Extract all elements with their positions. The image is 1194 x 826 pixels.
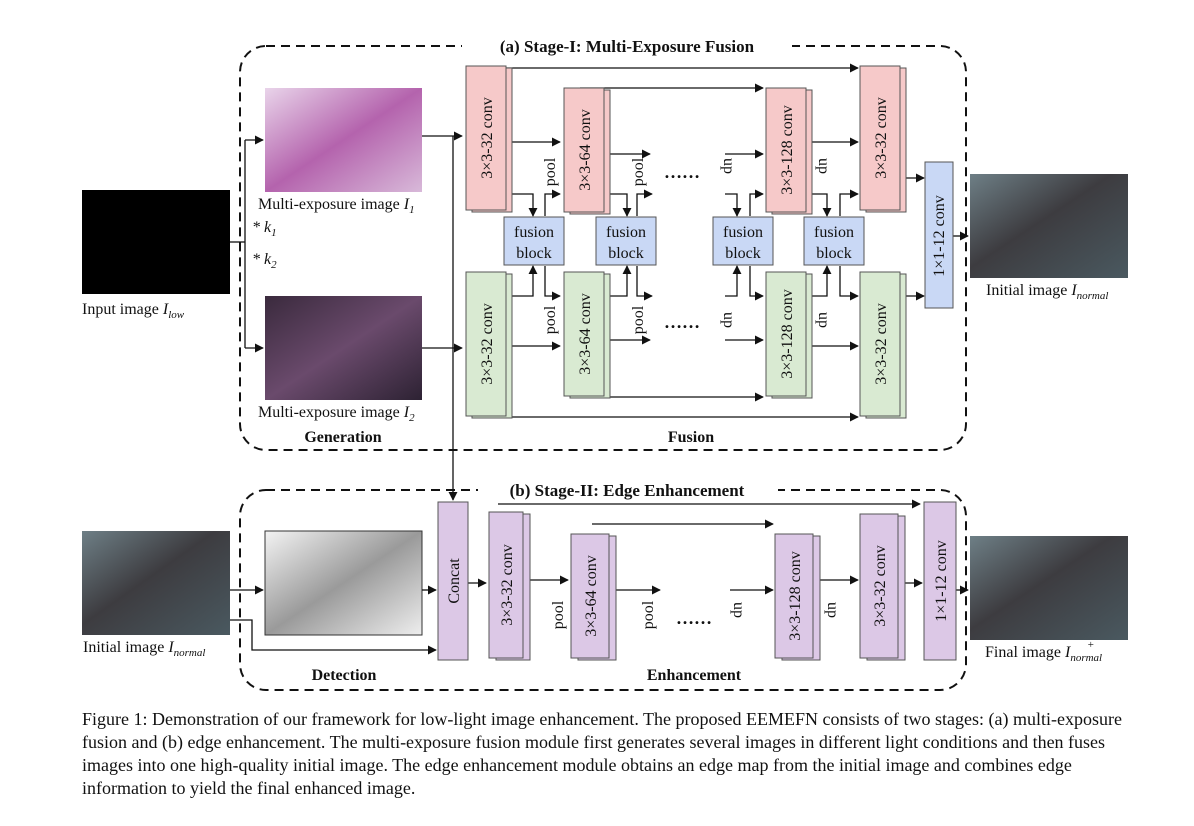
svg-text:3×3-128 conv: 3×3-128 conv bbox=[779, 289, 796, 378]
final-image bbox=[970, 536, 1128, 640]
conv128-top: 3×3-128 conv bbox=[765, 87, 813, 215]
framework-diagram: (a) Stage-I: Multi-Exposure Fusion (b) S… bbox=[82, 33, 1128, 691]
conv32-stage2-left: 3×3-32 conv bbox=[488, 511, 531, 661]
svg-text:3×3-32 conv: 3×3-32 conv bbox=[873, 303, 890, 384]
svg-text:fusion: fusion bbox=[606, 224, 646, 241]
conv32-bottom-left: 3×3-32 conv bbox=[465, 271, 513, 419]
svg-text:block: block bbox=[608, 245, 644, 262]
pool-label-3: pool bbox=[542, 305, 559, 334]
fusion-label: Fusion bbox=[668, 429, 714, 446]
svg-text:3×3-128 conv: 3×3-128 conv bbox=[787, 551, 804, 640]
input-image-label: Input image Ilow bbox=[82, 301, 185, 321]
conv128-stage2: 3×3-128 conv bbox=[774, 533, 821, 661]
conv32-top-left: 3×3-32 conv bbox=[465, 65, 513, 213]
conv1x1-stage2: 1×1-12 conv bbox=[923, 501, 957, 661]
up-label-3: up bbox=[720, 312, 737, 328]
figure-caption: Figure 1: Demonstration of our framework… bbox=[82, 709, 1122, 798]
edge-map-image bbox=[264, 530, 423, 636]
final-image-plus: + bbox=[1087, 639, 1094, 651]
svg-text:3×3-32 conv: 3×3-32 conv bbox=[499, 544, 516, 625]
svg-text:block: block bbox=[816, 245, 852, 262]
up-label-5: up bbox=[730, 602, 747, 618]
conv128-bottom: 3×3-128 conv bbox=[765, 271, 813, 399]
ellipsis-1: …… bbox=[664, 162, 700, 182]
stage2-title-bg bbox=[478, 477, 778, 503]
stage1-title-bg bbox=[462, 33, 792, 59]
k1-label: * k1 bbox=[252, 219, 277, 239]
svg-text:3×3-64 conv: 3×3-64 conv bbox=[577, 293, 594, 374]
input-image bbox=[82, 190, 230, 294]
svg-text:block: block bbox=[516, 245, 552, 262]
pool-label-4: pool bbox=[630, 305, 647, 334]
connectors bbox=[230, 63, 969, 655]
svg-text:3×3-32 conv: 3×3-32 conv bbox=[479, 97, 496, 178]
up-label-1: up bbox=[720, 158, 737, 174]
up-label-2: up bbox=[815, 158, 832, 174]
svg-text:fusion: fusion bbox=[723, 224, 763, 241]
up-label-4: up bbox=[815, 312, 832, 328]
generation-label: Generation bbox=[304, 429, 381, 446]
pool-label-1: pool bbox=[542, 157, 559, 186]
fusion-block-3: fusion block bbox=[712, 216, 774, 266]
k2-label: * k2 bbox=[252, 251, 277, 271]
conv32-top-right: 3×3-32 conv bbox=[859, 65, 907, 213]
svg-text:fusion: fusion bbox=[814, 224, 854, 241]
ellipsis-2: …… bbox=[664, 312, 700, 332]
conv64-bottom: 3×3-64 conv bbox=[563, 271, 611, 399]
stage2-title: (b) Stage-II: Edge Enhancement bbox=[510, 481, 745, 500]
svg-text:3×3-32 conv: 3×3-32 conv bbox=[873, 97, 890, 178]
fusion-block-4: fusion block bbox=[803, 216, 865, 266]
svg-text:Concat: Concat bbox=[446, 558, 463, 604]
svg-text:3×3-64 conv: 3×3-64 conv bbox=[583, 555, 600, 636]
exposure2-label: Multi-exposure image I2 bbox=[258, 404, 415, 424]
svg-text:block: block bbox=[725, 245, 761, 262]
ellipsis-3: …… bbox=[676, 608, 712, 628]
stage1-title: (a) Stage-I: Multi-Exposure Fusion bbox=[500, 37, 755, 56]
final-image-label: Final image Inormal bbox=[985, 644, 1102, 664]
svg-text:3×3-64 conv: 3×3-64 conv bbox=[577, 109, 594, 190]
up-label-6: up bbox=[824, 602, 841, 618]
fusion-block-1: fusion block bbox=[503, 216, 565, 266]
svg-text:fusion: fusion bbox=[514, 224, 554, 241]
exposure1-image bbox=[265, 88, 422, 192]
detection-label: Detection bbox=[312, 667, 377, 684]
conv64-top: 3×3-64 conv bbox=[563, 87, 611, 215]
pool-label-5: pool bbox=[550, 600, 567, 629]
conv32-stage2-right: 3×3-32 conv bbox=[859, 513, 906, 661]
pool-label-6: pool bbox=[640, 600, 657, 629]
conv1x1-stage1: 1×1-12 conv bbox=[924, 161, 954, 309]
svg-text:3×3-32 conv: 3×3-32 conv bbox=[479, 303, 496, 384]
initial-output-label: Initial image Inormal bbox=[986, 282, 1108, 302]
initial-input-label: Initial image Inormal bbox=[83, 639, 205, 659]
pool-label-2: pool bbox=[630, 157, 647, 186]
fusion-block-2: fusion block bbox=[595, 216, 657, 266]
exposure1-label: Multi-exposure image I1 bbox=[258, 196, 415, 216]
exposure2-image bbox=[265, 296, 422, 400]
conv64-stage2: 3×3-64 conv bbox=[570, 533, 617, 661]
conv32-bottom-right: 3×3-32 conv bbox=[859, 271, 907, 419]
svg-text:1×1-12 conv: 1×1-12 conv bbox=[933, 540, 950, 621]
svg-text:3×3-128 conv: 3×3-128 conv bbox=[779, 105, 796, 194]
initial-image-output bbox=[970, 174, 1128, 278]
svg-text:1×1-12 conv: 1×1-12 conv bbox=[931, 195, 948, 276]
initial-image-input bbox=[82, 531, 230, 635]
concat-block: Concat bbox=[437, 501, 469, 661]
svg-text:3×3-32 conv: 3×3-32 conv bbox=[872, 545, 889, 626]
enhancement-label: Enhancement bbox=[647, 667, 742, 684]
